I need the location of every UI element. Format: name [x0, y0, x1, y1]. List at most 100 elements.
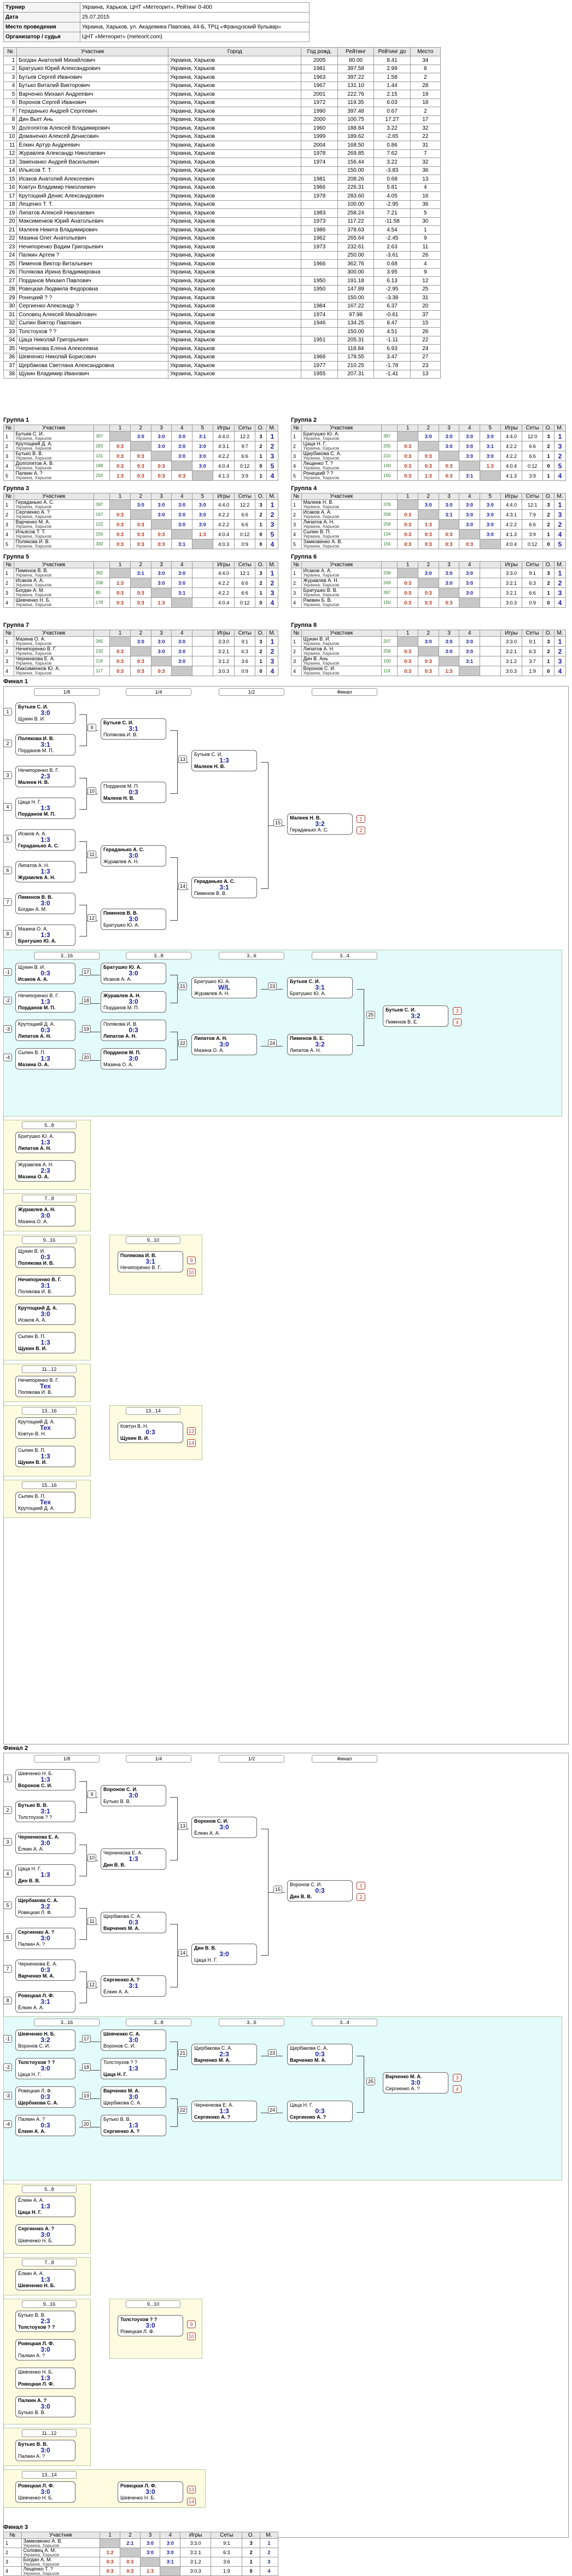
- players-cell: Ёлкин Артур Андреевич: [16, 141, 168, 150]
- match-player-b: Цаца Н. Г.: [194, 1957, 218, 1963]
- group-score: [171, 597, 192, 608]
- match-score: 3:0: [129, 1792, 138, 1799]
- group-score: [150, 451, 172, 461]
- group-score: [191, 588, 213, 598]
- match-score: 3:1: [315, 984, 325, 991]
- group-sets: 6:6: [234, 588, 256, 598]
- group-score: 3:0: [459, 568, 480, 578]
- players-cell: 5.81: [373, 183, 411, 192]
- match-number: 25: [366, 2078, 375, 2085]
- match-player-a: Цаца Н. Г.: [18, 1866, 42, 1871]
- group-player-city: Украина, Харьков: [303, 573, 340, 578]
- final3-place: 1: [259, 2538, 279, 2548]
- group-player: Замковенко А. В.Украина, Харьков: [301, 539, 382, 549]
- group-points: 3: [255, 431, 267, 441]
- group-rating: 80: [94, 588, 110, 598]
- match-score: 1:3: [40, 931, 50, 939]
- group-player-city: Украина, Харьков: [303, 475, 340, 480]
- final3-header-cell: №: [3, 2532, 22, 2539]
- group-player-name: Варченко М. А.: [15, 519, 50, 525]
- players-cell: Украина, Харьков: [167, 141, 302, 150]
- match-player-b: Воронов С. И.: [18, 2043, 50, 2049]
- match-player-a: Липатов А. Н.: [194, 1036, 227, 1041]
- round-header: 13...16: [22, 1407, 77, 1415]
- group-no: 4: [3, 461, 14, 471]
- group-rating: 100: [381, 656, 398, 666]
- group-rating: 117: [94, 666, 110, 676]
- group-points: 0: [542, 461, 555, 471]
- players-cell: Украина, Харьков: [167, 208, 302, 218]
- match-score: 3:0: [40, 2231, 50, 2238]
- players-cell: 2001: [301, 90, 338, 99]
- group-header-cell: №: [291, 630, 302, 637]
- group-header-cell: 1: [397, 561, 418, 568]
- group-score: [191, 636, 213, 647]
- players-cell: 12: [410, 276, 441, 286]
- group-header-cell: 2: [130, 561, 151, 568]
- group-score: 3:0: [438, 578, 460, 588]
- group-header-cell: М.: [553, 493, 567, 500]
- group-player-name: Нечипоренко В. Г.: [15, 646, 57, 652]
- match-player-a: Бутько В. В.: [18, 2441, 48, 2447]
- players-cell: -3.83: [373, 166, 411, 175]
- round-header: 3...6: [219, 952, 284, 960]
- match-player-a: Крутощкий Д. А.: [18, 1021, 55, 1027]
- group-games: 4:2.2: [212, 509, 235, 520]
- match-player-b: Мазина О. А.: [18, 1219, 48, 1224]
- match-player-b: Братушко Ю. А.: [103, 922, 139, 928]
- group-header-cell: М.: [266, 493, 279, 500]
- match-player-a: Гераданько А. С.: [103, 847, 144, 852]
- group-score: 3:0: [150, 646, 172, 656]
- match-score: 1:3: [129, 1855, 138, 1863]
- group-header-cell: Сеты: [234, 561, 256, 568]
- players-cell: 18: [410, 98, 441, 107]
- group-sets: 6:6: [522, 588, 544, 598]
- players-cell: Ковтун Владимир Николаевич: [16, 183, 168, 192]
- group-place: 4: [266, 470, 279, 481]
- final3-points: 3: [242, 2538, 260, 2548]
- group-no: 4: [291, 597, 302, 608]
- players-cell: 97.98: [337, 310, 375, 319]
- match-player-a: Толстоухов ? ?: [18, 2060, 55, 2065]
- group-score: [479, 578, 501, 588]
- place-marker: 1: [357, 1882, 365, 1889]
- players-cell: 1960: [301, 124, 338, 133]
- group-rating: 178: [94, 597, 110, 608]
- place-marker: 10: [187, 1269, 196, 1276]
- group-score: 3:0: [191, 509, 213, 520]
- match-player-b: Братушко Ю. А.: [290, 991, 326, 996]
- group-score: 1:3: [150, 597, 172, 608]
- group-points: 2: [542, 646, 555, 656]
- match-number: 12: [87, 914, 96, 922]
- players-cell: Украина, Харьков: [167, 132, 302, 141]
- group-player-name: Щербакова С. А.: [303, 451, 342, 456]
- match-number: 23: [268, 2049, 277, 2057]
- group-place: 2: [553, 451, 567, 461]
- match-score: 3:0: [129, 852, 138, 859]
- match-score: 0:3: [40, 1026, 50, 1034]
- players-cell: 1946: [301, 318, 338, 328]
- group-score: 0:3: [171, 470, 192, 481]
- final3-player-name: Замковенко А. В.: [23, 2538, 62, 2544]
- final3-games: 3:1.2: [180, 2557, 212, 2567]
- group-header-cell: М.: [553, 630, 567, 637]
- match-score: 3:0: [40, 1310, 50, 1318]
- group-score: 0:3: [438, 470, 460, 481]
- players-cell: Украина, Харьков: [167, 81, 302, 90]
- players-cell: Бутьев Сергей Иванович: [16, 73, 168, 82]
- group-header-cell: О.: [542, 561, 555, 568]
- match-score: 1:3: [40, 2276, 50, 2283]
- match-number: 9: [87, 1790, 96, 1798]
